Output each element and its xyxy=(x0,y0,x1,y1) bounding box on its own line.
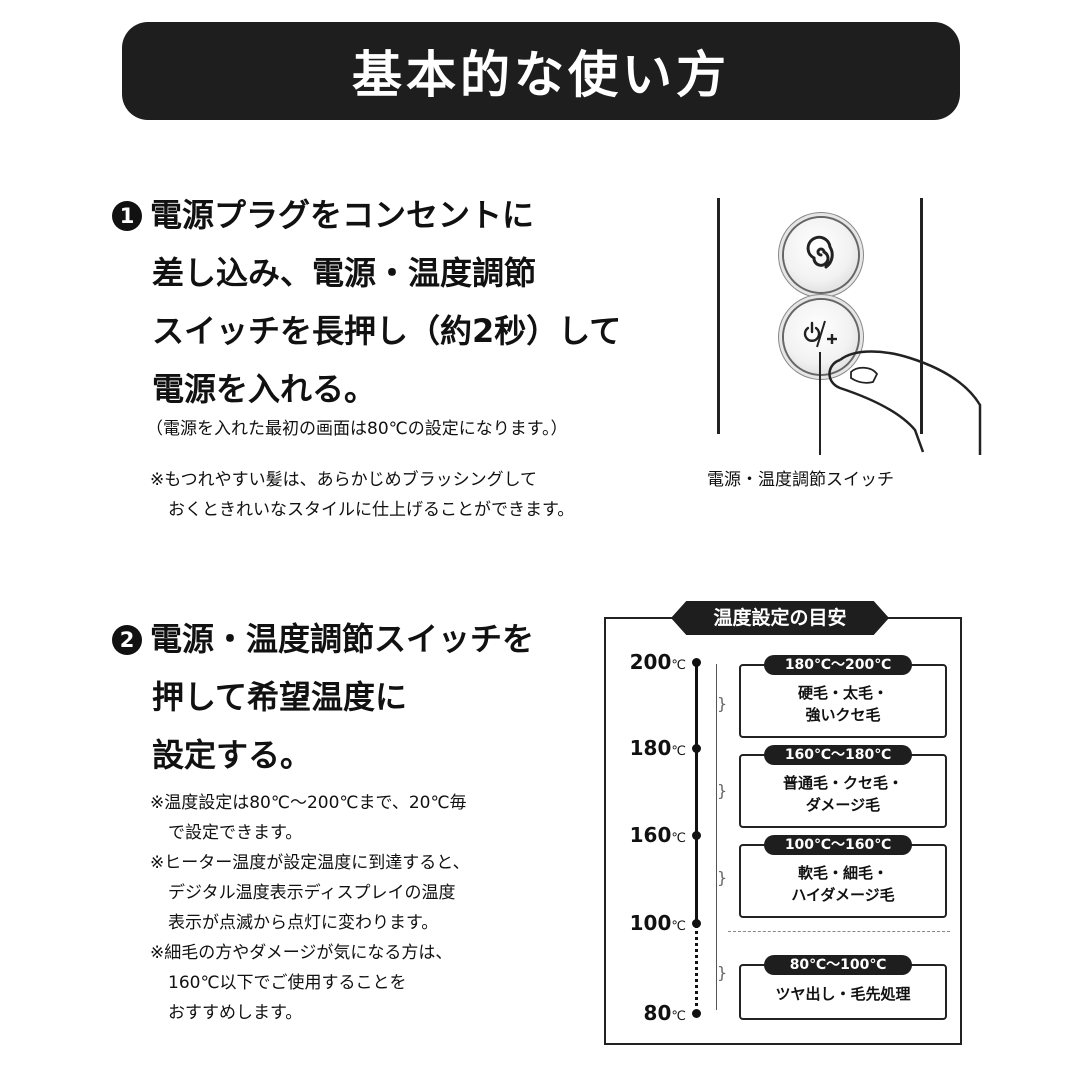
step1-heading: 1 電源プラグをコンセントに 差し込み、電源・温度調節 スイッチを長押し（約2秒）… xyxy=(112,186,621,418)
caption-leader-line xyxy=(819,352,821,455)
step2-note-1-line-1: ※温度設定は80℃～200℃まで、20℃毎 xyxy=(150,793,467,813)
temp-value-160: 160 xyxy=(629,823,672,847)
device-caption: 電源・温度調節スイッチ xyxy=(707,470,894,490)
temp-value-180: 180 xyxy=(629,736,672,760)
range-description-line: 普通毛・クセ毛・ xyxy=(782,774,903,792)
range-box-180-200: 硬毛・太毛・ 強いクセ毛 xyxy=(739,664,947,738)
device-panel-left-edge xyxy=(717,198,720,434)
step2-heading: 2 電源・温度調節スイッチを 押して希望温度に 設定する。 xyxy=(112,610,534,784)
step2-note-2-line-1: ※ヒーター温度が設定温度に到達すると、 xyxy=(150,853,470,873)
step2-line-1-text: 電源・温度調節スイッチを xyxy=(150,620,535,658)
bracket-rail xyxy=(716,664,717,1010)
step1-note-line-2: おくときれいなスタイルに仕上げることができます。 xyxy=(168,500,575,520)
range-description-line: ツヤ出し・毛先処理 xyxy=(775,985,911,1003)
temp-dot-200 xyxy=(692,658,701,667)
brace-icon: } xyxy=(717,781,728,800)
step2-note-2-line-3: 表示が点滅から点灯に変わります。 xyxy=(168,913,439,933)
finger-icon xyxy=(828,350,982,455)
title-banner: 基本的な使い方 xyxy=(122,22,960,120)
device-panel-right-edge xyxy=(920,198,923,434)
temp-value-100: 100 xyxy=(629,911,672,935)
temperature-scale-dotted-line xyxy=(695,924,698,1014)
temp-unit: ℃ xyxy=(671,919,686,934)
temp-value-80: 80 xyxy=(643,1001,672,1025)
range-separator xyxy=(728,931,950,932)
range-box-100-160: 軟毛・細毛・ ハイダメージ毛 xyxy=(739,844,947,918)
temp-value-200: 200 xyxy=(629,650,672,674)
range-description-line: ダメージ毛 xyxy=(805,796,881,814)
step1-line-2: 差し込み、電源・温度調節 xyxy=(152,254,537,292)
range-tag-80-100: 80℃～100℃ xyxy=(764,955,912,975)
range-box-160-180: 普通毛・クセ毛・ ダメージ毛 xyxy=(739,754,947,828)
step2-note-3-line-3: おすすめします。 xyxy=(168,1003,303,1023)
temp-unit: ℃ xyxy=(671,1009,686,1024)
range-description-line: ハイダメージ毛 xyxy=(791,886,895,904)
power-plus-icon xyxy=(803,320,837,348)
step1-note-paren: （電源を入れた最初の画面は80℃の設定になります。） xyxy=(146,419,568,439)
temperature-guide-title: 温度設定の目安 xyxy=(671,601,889,635)
temp-dot-160 xyxy=(692,831,701,840)
step2-note-3-line-2: 160℃以下でご使用することを xyxy=(168,973,407,993)
step2-line-2: 押して希望温度に xyxy=(152,678,408,716)
step1-line-1-text: 電源プラグをコンセントに xyxy=(150,196,535,234)
page-title: 基本的な使い方 xyxy=(352,46,730,104)
brace-icon: } xyxy=(717,694,728,713)
step1-note-line-1: ※もつれやすい髪は、あらかじめブラッシングして xyxy=(150,470,538,490)
range-description-line: 軟毛・細毛・ xyxy=(797,864,888,882)
mode-button xyxy=(784,218,858,292)
temp-label-180: 180℃ xyxy=(612,736,686,760)
temp-unit: ℃ xyxy=(671,744,686,759)
range-tag-100-160: 100℃～160℃ xyxy=(764,835,912,855)
temp-label-160: 160℃ xyxy=(612,823,686,847)
power-temp-button xyxy=(784,300,858,374)
step2-number-badge: 2 xyxy=(112,625,142,655)
temp-dot-80 xyxy=(692,1009,701,1018)
temp-label-80: 80℃ xyxy=(612,1001,686,1025)
range-description-line: 硬毛・太毛・ xyxy=(797,684,888,702)
temp-unit: ℃ xyxy=(671,831,686,846)
temp-unit: ℃ xyxy=(671,658,686,673)
brace-icon: } xyxy=(717,868,728,887)
temperature-scale-line xyxy=(695,662,698,924)
step1-line-4: 電源を入れる。 xyxy=(152,370,377,408)
step2-note-1-line-2: で設定できます。 xyxy=(168,823,303,843)
temp-label-100: 100℃ xyxy=(612,911,686,935)
step2-line-1: 2 電源・温度調節スイッチを xyxy=(112,610,534,668)
range-description-line: 強いクセ毛 xyxy=(805,706,881,724)
step1-line-3: スイッチを長押し（約2秒）して xyxy=(152,312,622,350)
step1-line-1: 1 電源プラグをコンセントに xyxy=(112,186,621,244)
step1-note: ※もつれやすい髪は、あらかじめブラッシングして おくときれいなスタイルに仕上げる… xyxy=(150,465,574,525)
step2-notes: ※温度設定は80℃～200℃まで、20℃毎 で設定できます。 ※ヒーター温度が設… xyxy=(150,788,470,1028)
range-tag-160-180: 160℃～180℃ xyxy=(764,745,912,765)
step2-note-2-line-2: デジタル温度表示ディスプレイの温度 xyxy=(168,883,456,903)
temp-dot-100 xyxy=(692,919,701,928)
step1-number-badge: 1 xyxy=(112,201,142,231)
temp-dot-180 xyxy=(692,744,701,753)
step2-line-3: 設定する。 xyxy=(152,736,313,774)
temp-label-200: 200℃ xyxy=(612,650,686,674)
brace-icon: } xyxy=(717,963,728,982)
range-tag-180-200: 180℃～200℃ xyxy=(764,655,912,675)
swirl-icon xyxy=(806,235,834,269)
step2-note-3-line-1: ※細毛の方やダメージが気になる方は、 xyxy=(150,943,453,963)
